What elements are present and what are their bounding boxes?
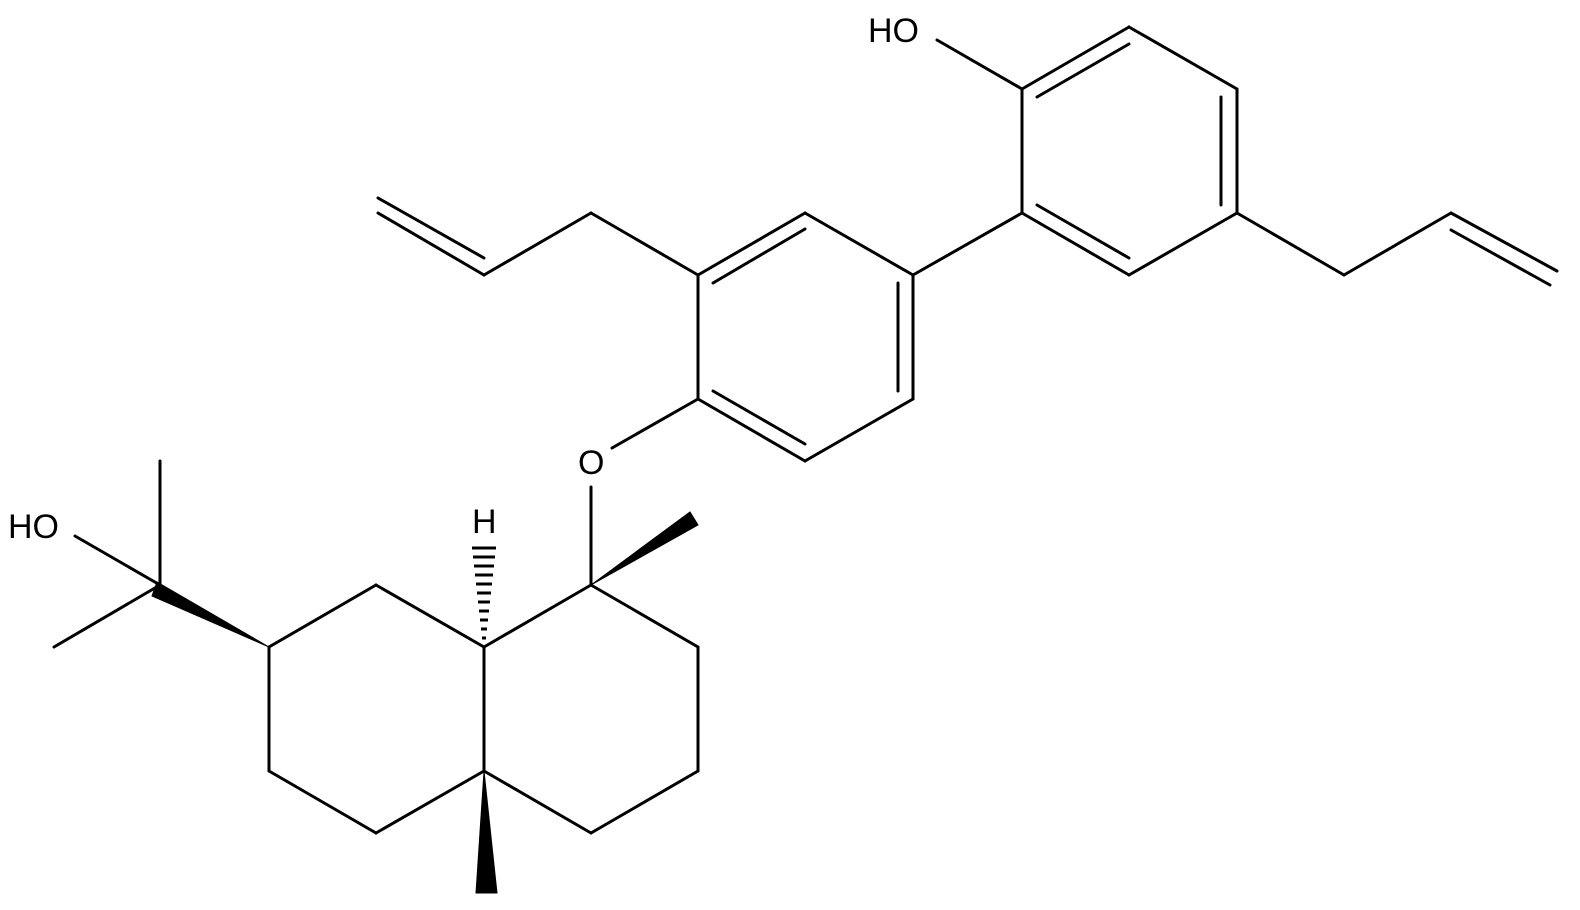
hydroxyl-label-top: HO — [868, 12, 919, 50]
hydroxypropyl-wedge — [151, 581, 270, 648]
oh-bond-top — [935, 38, 1024, 91]
aryl-ether-ring — [696, 211, 915, 463]
allyl-group-right — [1235, 211, 1559, 287]
hydrogen-hash-bond — [472, 546, 496, 640]
biaryl-bond — [911, 211, 1024, 277]
ether-oxygen-label: O — [578, 444, 604, 482]
hydroxyl-label-left: HO — [8, 508, 59, 546]
hydroxypropyl-group — [52, 459, 162, 649]
methyl-wedge-c1 — [590, 511, 699, 586]
hydrogen-label: H — [472, 503, 497, 541]
methyl-wedge-junction — [475, 770, 498, 894]
phenol-ring — [1020, 25, 1239, 277]
decalin-ring-right — [482, 583, 700, 835]
ether-bond-aryl — [610, 397, 700, 450]
allyl-group-left — [376, 196, 700, 277]
decalin-ring-left — [267, 583, 486, 835]
